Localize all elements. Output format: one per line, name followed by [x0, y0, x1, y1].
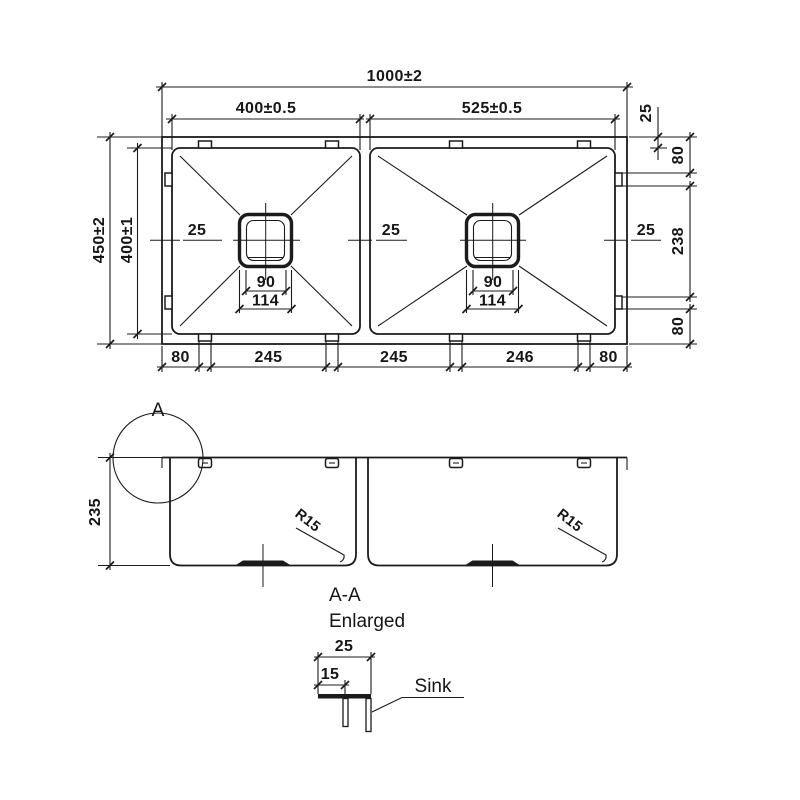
dim-right-rim: 25 — [638, 104, 655, 123]
mounting-clip — [448, 333, 464, 342]
mounting-clip — [448, 140, 464, 149]
dim-overall-width: 1000±2 — [367, 68, 423, 85]
radius-label-bowl1: R15 — [292, 506, 324, 536]
dim-drain2-outer: 114 — [479, 293, 506, 310]
front-clips — [197, 457, 592, 469]
dim-bottom-245-b: 245 — [380, 349, 408, 366]
dim-right-clip-offset: 80 — [670, 146, 687, 165]
mounting-clip — [164, 295, 173, 310]
dim-right-edge-offset: 80 — [670, 317, 687, 336]
mounting-clip — [324, 333, 340, 342]
dim-right-clip-span: 238 — [670, 227, 687, 255]
mounting-clip — [614, 172, 623, 187]
front-view: A 235 R15 R15 — [87, 400, 628, 587]
dim-bowl2-width: 525±0.5 — [462, 100, 523, 117]
bowl1-outline — [171, 147, 361, 335]
dimension-lines — [97, 82, 697, 372]
mounting-clip — [324, 140, 340, 149]
detail-a-a: A-A Enlarged 25 15 Sink — [314, 585, 464, 733]
dim-bowl-depth: 400±1 — [119, 217, 136, 263]
detail-subtitle: Enlarged — [329, 611, 405, 632]
bowl2-outline — [369, 147, 616, 335]
mounting-clip — [576, 140, 592, 149]
detail-circle-a — [112, 412, 204, 504]
dim-bottom-80-left: 80 — [171, 349, 190, 366]
dim-rim-right: 25 — [637, 222, 656, 239]
detail-dimension-lines — [314, 652, 375, 694]
mounting-clip — [614, 295, 623, 310]
dim-overall-depth: 450±2 — [91, 217, 108, 263]
dim-bottom-80-right: 80 — [599, 349, 618, 366]
rim-end-ticks — [161, 457, 628, 470]
sink-callout-label: Sink — [415, 676, 452, 697]
top-view: 1000±2 400±0.5 525±0.5 450±2 400±1 25 25… — [91, 68, 697, 372]
detail-marker-label: A — [152, 400, 165, 421]
dim-detail-lip: 15 — [321, 666, 340, 683]
mounting-clip — [197, 333, 213, 342]
sink-profile-flange — [318, 694, 371, 699]
dim-drain2-inner: 90 — [484, 274, 503, 291]
dim-rim-left: 25 — [188, 222, 207, 239]
bowl1-slope-lines — [179, 155, 353, 327]
mounting-clip — [197, 140, 213, 149]
drain-centerlines — [262, 544, 493, 587]
centerlines — [150, 203, 661, 280]
radius-leader-bowl2 — [557, 527, 607, 563]
bowl2-slope-lines — [377, 155, 608, 327]
mounting-clip — [576, 333, 592, 342]
dim-bottom-246: 246 — [506, 349, 534, 366]
dim-drain1-inner: 90 — [257, 274, 276, 291]
mounting-clip — [164, 172, 173, 187]
sink-profile-left-leg — [342, 697, 349, 728]
dim-detail-width: 25 — [335, 638, 354, 655]
dim-drain1-outer: 114 — [252, 293, 279, 310]
dimension-ticks — [105, 82, 695, 690]
extension-lines-front — [98, 457, 170, 566]
dim-divider: 25 — [382, 222, 401, 239]
dim-bowl1-width: 400±0.5 — [236, 100, 297, 117]
radius-leader-bowl1 — [295, 527, 345, 563]
detail-title: A-A — [329, 585, 361, 606]
dim-bottom-245-a: 245 — [255, 349, 283, 366]
dim-front-depth: 235 — [87, 498, 104, 526]
sink-profile-right-leg — [365, 697, 372, 733]
radius-label-bowl2: R15 — [554, 506, 586, 536]
sink-callout-leader — [371, 696, 464, 713]
